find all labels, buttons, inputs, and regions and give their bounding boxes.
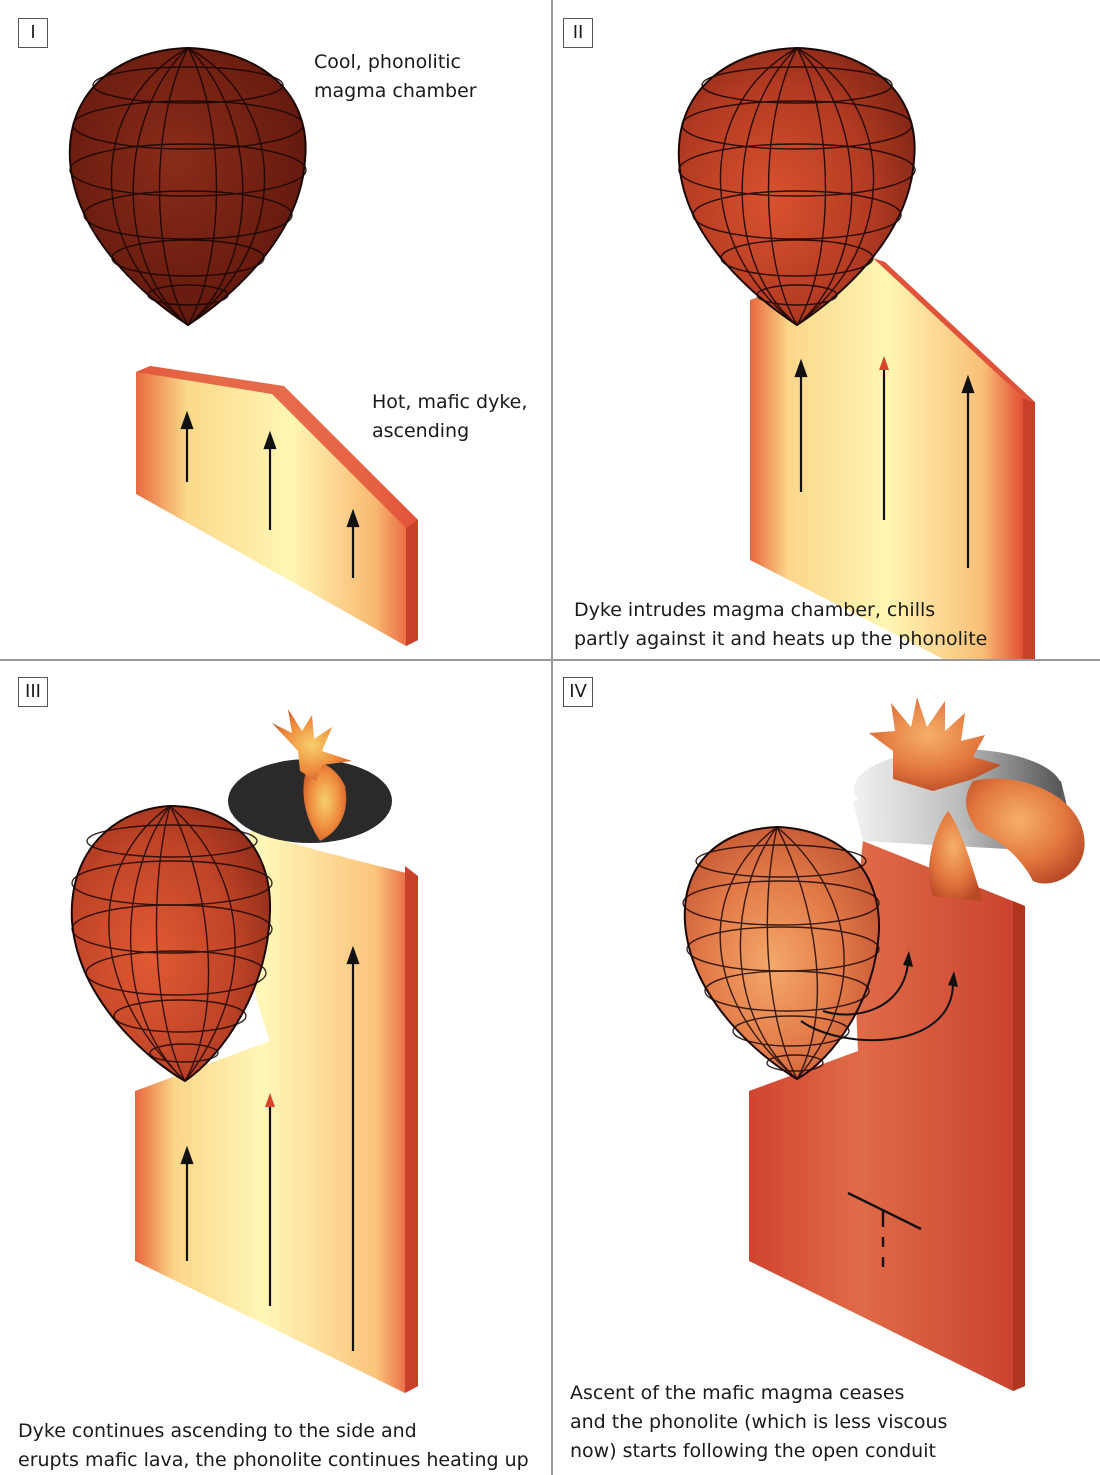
panel-iii-illustration	[0, 661, 551, 1475]
label-magma-chamber: Cool, phonolitic magma chamber	[314, 48, 477, 106]
panel-ii-illustration	[553, 0, 1100, 659]
label-dyke-continues: Dyke continues ascending to the side and…	[18, 1417, 529, 1475]
panel-iv: IV	[553, 661, 1100, 1475]
label-dyke-intrudes: Dyke intrudes magma chamber, chills part…	[574, 596, 987, 654]
magma-chamber	[72, 806, 272, 1081]
label-ascent-ceases: Ascent of the mafic magma ceases and the…	[570, 1379, 947, 1466]
panel-iv-illustration	[553, 661, 1100, 1475]
magma-chamber	[683, 827, 879, 1079]
label-mafic-dyke: Hot, mafic dyke, ascending	[372, 388, 527, 446]
panel-i: I	[0, 0, 551, 659]
panel-ii: II	[553, 0, 1100, 659]
panel-iii: III	[0, 661, 551, 1475]
magma-chamber	[70, 48, 306, 325]
